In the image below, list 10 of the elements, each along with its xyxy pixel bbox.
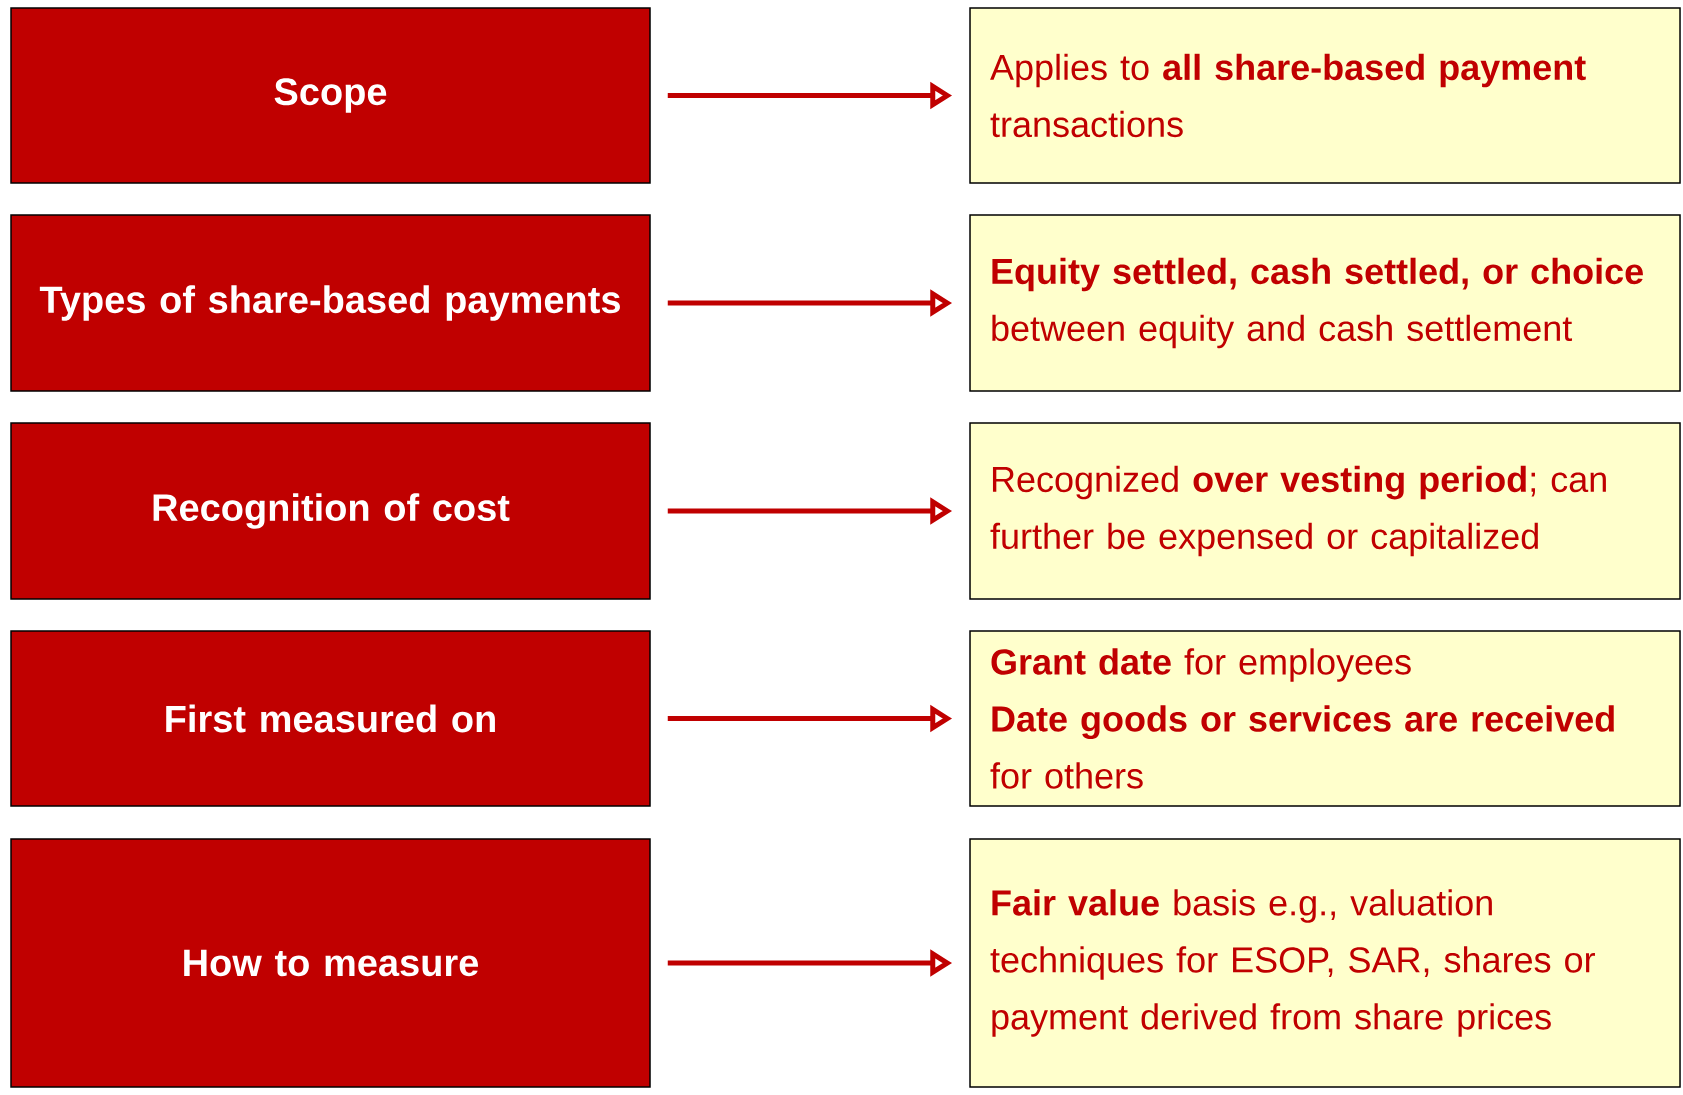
category-box: How to measure [10, 838, 651, 1088]
category-box: Types of share-based payments [10, 214, 651, 392]
description-box: Recognized over vesting period; can further be expensed or capitalized [969, 422, 1681, 600]
description-box: Applies to all share-based payment transactions [969, 7, 1681, 184]
description-box: Equity settled, cash settled, or choice between equity and cash settlement [969, 214, 1681, 392]
category-box: Recognition of cost [10, 422, 651, 600]
description-box: Fair value basis e.g., valuation techniques for ESOP, SAR, shares or payment derived from share prices [969, 838, 1681, 1088]
category-box: First measured on [10, 630, 651, 807]
category-box: Scope [10, 7, 651, 184]
description-box: Grant date for employees Date goods or services are received for others [969, 630, 1681, 807]
